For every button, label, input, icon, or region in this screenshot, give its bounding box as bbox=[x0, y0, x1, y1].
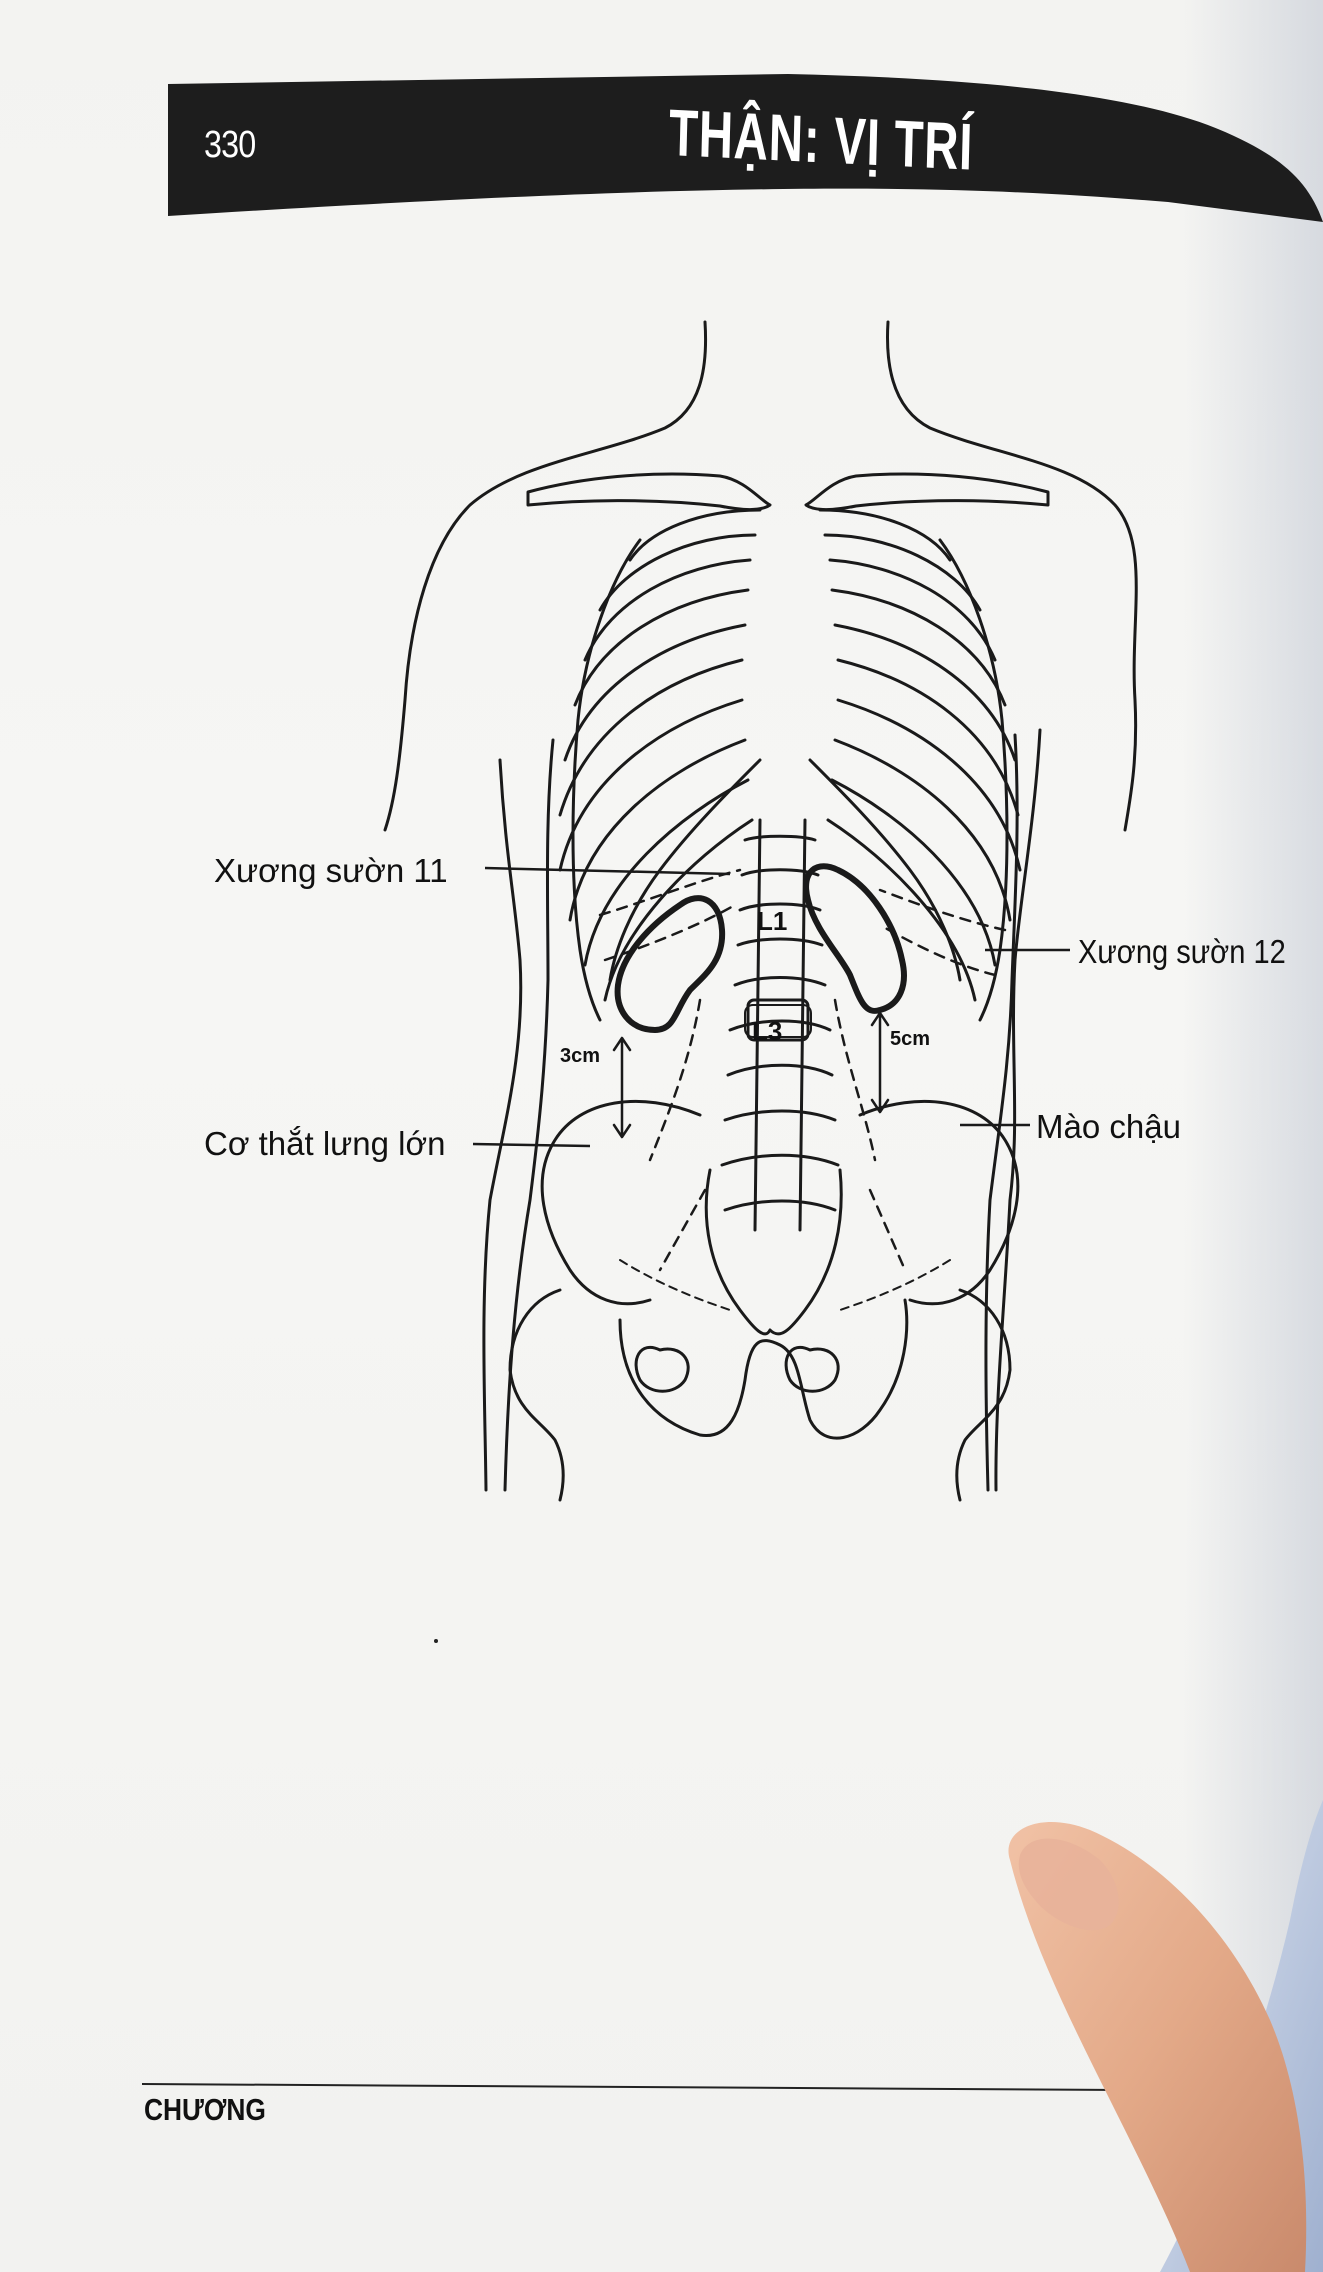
page-number: 330 bbox=[204, 124, 256, 166]
clavicle-left bbox=[526, 472, 772, 512]
label-iliac-crest: Mào chậu bbox=[1036, 1108, 1181, 1145]
right-arm-line bbox=[994, 728, 1042, 1492]
psoas-dashed-lines bbox=[598, 868, 1007, 1272]
label-leaders bbox=[472, 866, 1070, 1148]
torso-outline-left bbox=[383, 320, 708, 832]
iliac-wing-left bbox=[540, 1099, 702, 1306]
leader-rib-11 bbox=[484, 866, 731, 876]
rib-cage-right bbox=[818, 508, 1022, 1022]
chapter-header-band: 330 THẬN: VỊ TRÍ bbox=[168, 74, 1323, 222]
torso-outline-right bbox=[886, 320, 1138, 832]
kidney-right bbox=[614, 895, 726, 1033]
sacrum bbox=[704, 1168, 843, 1336]
distance-arrow-right bbox=[612, 1036, 632, 1139]
costal-margin-left bbox=[608, 758, 762, 982]
femur-left bbox=[508, 1288, 565, 1502]
torso-inner-right bbox=[984, 733, 1019, 1492]
kidney-left bbox=[803, 863, 907, 1014]
distance-label-right: 3cm bbox=[560, 1045, 600, 1067]
header-band-shape bbox=[168, 74, 1323, 222]
clavicle-right bbox=[804, 472, 1050, 512]
obturator-right bbox=[784, 1345, 840, 1393]
pelvic-brim bbox=[619, 1259, 951, 1311]
vertebra-label-l3: L3 bbox=[752, 1016, 782, 1046]
label-rib-11: Xương sườn 11 bbox=[214, 852, 448, 889]
label-psoas-major: Cơ thắt lưng lớn bbox=[204, 1125, 446, 1162]
pubic-arch bbox=[618, 1298, 909, 1440]
distance-label-left: 5cm bbox=[890, 1028, 930, 1050]
page-speck bbox=[434, 1639, 438, 1643]
distance-arrow-left bbox=[870, 1011, 890, 1114]
costal-margin-right bbox=[808, 758, 962, 982]
chapter-label: CHƯƠNG bbox=[144, 2092, 266, 2127]
label-rib-12: Xương sườn 12 bbox=[1078, 933, 1286, 970]
leader-psoas bbox=[472, 1142, 591, 1148]
femur-right bbox=[955, 1288, 1012, 1502]
thumb-photo-overlay bbox=[1008, 1800, 1323, 2272]
left-arm-line bbox=[482, 758, 523, 1492]
obturator-left bbox=[634, 1345, 690, 1393]
iliac-wing-right bbox=[858, 1099, 1020, 1306]
rib-cage-left bbox=[558, 508, 762, 1022]
vertebra-label-l1: L1 bbox=[757, 906, 787, 936]
